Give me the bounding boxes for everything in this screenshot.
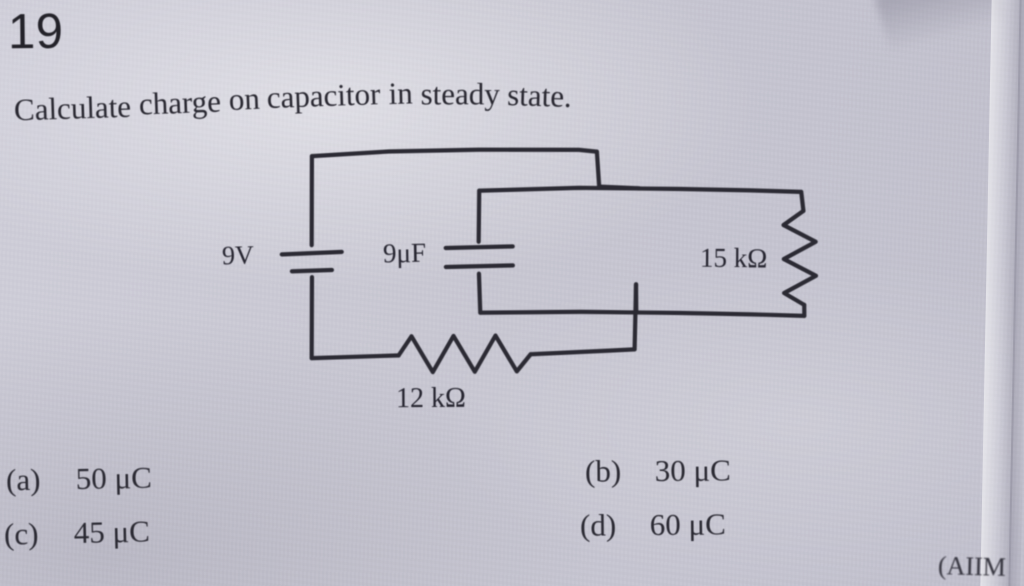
question-word: capacitor [266, 76, 382, 115]
wire-inner-bottom [478, 309, 807, 318]
wire-inner-top [477, 185, 804, 194]
battery-label: 9V [221, 240, 255, 271]
wire-outer-bottom-left [309, 353, 401, 361]
question-word: in [387, 75, 413, 112]
question-word: on [227, 80, 261, 117]
option-a-tag: (a) [5, 461, 41, 498]
wire-outer-right-upper [594, 149, 602, 189]
option-c-tag: (c) [3, 515, 39, 552]
wire-outer-left-lower [309, 275, 315, 361]
question-word: state. [506, 76, 572, 114]
option-c-value: 45 μC [73, 513, 151, 551]
circuit-diagram [279, 133, 842, 428]
resistor-15k-label: 15 kΩ [699, 242, 768, 274]
option-b[interactable]: (b) 30 μC [585, 452, 731, 489]
wire-outer-bottom-right [528, 347, 637, 357]
resistor-12k-zigzag [396, 333, 533, 375]
capacitor-plate-bottom [443, 263, 515, 270]
wire-resistor-15k-top-lead [799, 189, 806, 213]
resistor-15k-zigzag [781, 208, 819, 307]
wire-capacitor-lower [476, 271, 483, 315]
option-d[interactable]: (d) 60 μC [580, 506, 726, 544]
question-number: 19 [7, 4, 64, 60]
capacitor-label: 9μF [382, 237, 427, 269]
option-b-value: 30 μC [654, 452, 731, 489]
option-a[interactable]: (a) 50 μC [6, 460, 152, 499]
battery-long-plate [279, 249, 344, 257]
option-d-tag: (d) [579, 507, 617, 543]
question-word: Calculate [13, 88, 132, 128]
wire-capacitor-upper [476, 188, 482, 244]
answer-options: (a) 50 μC (b) 30 μC (c) 45 μC (d) 60 μC [0, 452, 1024, 585]
option-a-value: 50 μC [75, 459, 153, 497]
option-c[interactable]: (c) 45 μC [4, 513, 151, 552]
resistor-12k-label: 12 kΩ [395, 382, 466, 415]
question-word: charge [138, 83, 222, 122]
wire-junction-top [597, 184, 642, 191]
wire-outer-left-upper [309, 154, 315, 248]
option-d-value: 60 μC [649, 506, 726, 543]
capacitor-plate-top [443, 244, 515, 251]
option-b-tag: (b) [584, 453, 622, 489]
source-tag: (AIIM [937, 551, 1007, 582]
wire-outer-top [309, 147, 599, 159]
battery-short-plate [289, 267, 335, 274]
question-word: steady [420, 76, 500, 112]
